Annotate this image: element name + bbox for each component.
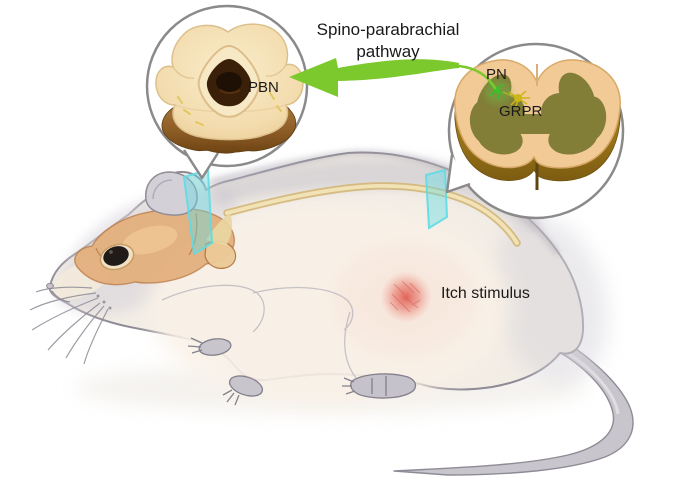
pathway-label-line1: Spino-parabrachial	[316, 20, 460, 39]
scratch-hatching	[389, 280, 421, 313]
callout-tail	[445, 154, 471, 194]
brainstem-callout	[145, 4, 309, 180]
grpr-neuron	[508, 90, 530, 108]
section-plane-spine	[424, 168, 449, 230]
ear-inner-line	[152, 179, 173, 200]
pbn-flecks	[177, 92, 282, 126]
pbn-section	[155, 23, 304, 154]
pathway-label-line2: pathway	[356, 42, 420, 61]
sketch-lines	[161, 284, 357, 379]
grpr-label: GRPR	[499, 103, 543, 120]
fourth-ventricle-core	[216, 72, 242, 92]
arrow-body	[289, 58, 459, 97]
spinal-cord	[206, 182, 521, 247]
pn-label: PN	[486, 66, 507, 83]
axon-line	[457, 64, 497, 90]
pbn-label: PBN	[248, 79, 279, 96]
hind-foot	[342, 373, 417, 399]
rump-shading	[492, 216, 608, 384]
spinal-section	[454, 59, 621, 190]
mouse-tail	[393, 329, 634, 476]
front-paws	[187, 337, 264, 406]
whiskers	[29, 286, 112, 365]
itch-stimulus-label: Itch stimulus	[441, 285, 530, 302]
callout-tail	[182, 149, 220, 180]
spinal-callout	[445, 42, 625, 220]
pathway-label: Spino-parabrachial pathway	[317, 19, 460, 63]
itch-spot	[380, 271, 432, 323]
mouse-eye	[99, 243, 135, 271]
mouth-line	[51, 290, 71, 303]
synapse-link	[502, 91, 515, 98]
pathway-arrow	[289, 58, 497, 97]
